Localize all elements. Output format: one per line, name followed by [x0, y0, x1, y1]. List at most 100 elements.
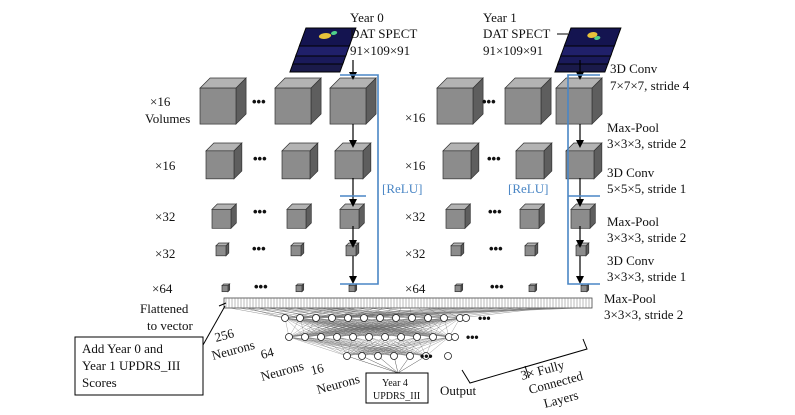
layer-5-params: 3×3×3, stride 1 [607, 269, 686, 284]
layer-3-name: 3D Conv [607, 165, 655, 180]
ellipsis-10: ••• [490, 279, 504, 294]
count-label-32-row4-left: ×32 [155, 246, 175, 261]
neuron-l1-10 [424, 314, 432, 322]
spect-stack-year1 [554, 27, 622, 73]
cube-right-row5-1 [454, 283, 464, 293]
output-box-line2: UPDRS_III [373, 391, 420, 402]
neuron-l1-3 [312, 314, 320, 322]
ellipsis-8: ••• [489, 241, 503, 256]
count-label-32-row3-left: ×32 [155, 209, 175, 224]
cube-right-row1-2 [504, 77, 552, 125]
fully-connected-network: ••• ••• ••• [229, 307, 582, 374]
year1-title: Year 1 [483, 10, 517, 25]
output-box: Year 4 UPDRS_III [365, 372, 429, 404]
neuron-l2-6 [365, 333, 373, 341]
neuron-l2-1 [285, 333, 293, 341]
cube-right-row4-3 [575, 242, 590, 257]
neuron-l1-2 [296, 314, 304, 322]
ellipsis-7: ••• [252, 241, 266, 256]
neuron-l3-4 [390, 352, 398, 360]
neuron-l2-5 [349, 333, 357, 341]
feature-map-cubes [199, 77, 603, 293]
cube-right-row4-1 [450, 242, 465, 257]
scores-line1: Add Year 0 and [82, 341, 163, 356]
flattened-label-line2: to vector [147, 318, 194, 333]
neurons-64-label: Neurons [259, 358, 305, 384]
cube-left-row4-2 [290, 242, 305, 257]
cube-left-row3-3 [339, 203, 366, 230]
cube-right-row2-3 [565, 142, 603, 180]
year0-dims: 91×109×91 [350, 43, 410, 58]
cube-left-row2-1 [205, 142, 243, 180]
cube-left-row5-1 [221, 283, 231, 293]
neurons-256-count: 256 [213, 325, 236, 345]
neuron-l3-6 [422, 352, 430, 360]
volumes-label: Volumes [145, 111, 190, 126]
fc-bracket [461, 338, 588, 384]
cube-left-row1-3 [329, 77, 377, 125]
count-label-16-row2-left: ×16 [155, 158, 176, 173]
relu-label-right: [ReLU] [508, 181, 548, 196]
neurons-16-count: 16 [309, 360, 326, 378]
network-ellipsis-3: ••• [420, 349, 433, 363]
neuron-l2-8 [397, 333, 405, 341]
count-label-16-row2-right: ×16 [405, 158, 426, 173]
cube-left-row2-3 [334, 142, 372, 180]
layer-3-params: 5×5×5, stride 1 [607, 181, 686, 196]
neuron-l2-3 [317, 333, 325, 341]
output-label: Output [440, 383, 477, 398]
cube-right-row1-3 [555, 77, 603, 125]
year1-modality: DAT SPECT [483, 26, 550, 41]
cube-right-row3-3 [570, 203, 597, 230]
count-label-64-left: ×64 [152, 281, 173, 296]
neuron-l1-8 [392, 314, 400, 322]
cube-left-row1-1 [199, 77, 247, 125]
neuron-l1-1 [281, 314, 289, 322]
cube-right-row5-2 [528, 283, 538, 293]
cube-left-row4-1 [215, 242, 230, 257]
layer-6-name: Max-Pool [604, 291, 656, 306]
neuron-l1-9 [408, 314, 416, 322]
flattened-label-line1: Flattened [140, 301, 189, 316]
layer-2-name: Max-Pool [607, 120, 659, 135]
ellipsis-marks: •••••••••••••••••••••••••••••• [252, 94, 504, 294]
count-label-64-right: ×64 [405, 281, 426, 296]
neuron-l3-5 [406, 352, 414, 360]
neuron-l3-1 [343, 352, 351, 360]
neuron-l1-5 [344, 314, 352, 322]
ellipsis-4: ••• [487, 151, 501, 166]
relu-bracket-right [567, 74, 600, 285]
cube-left-row2-2 [281, 142, 319, 180]
layer-4-name: Max-Pool [607, 214, 659, 229]
neuron-l3-2 [358, 352, 366, 360]
cube-right-row4-2 [524, 242, 539, 257]
ellipsis-1: ••• [252, 94, 266, 109]
neuron-l1-6 [360, 314, 368, 322]
layer-1-params: 7×7×7, stride 4 [610, 78, 690, 93]
cube-right-row3-1 [445, 203, 472, 230]
output-box-line1: Year 4 [382, 378, 408, 389]
updrs-scores-box: Add Year 0 and Year 1 UPDRS_III Scores [74, 336, 204, 396]
neurons-64-count: 64 [259, 344, 276, 362]
network-ellipsis-2: ••• [466, 330, 479, 344]
ellipsis-2: ••• [482, 94, 496, 109]
layer-2-params: 3×3×3, stride 2 [607, 136, 686, 151]
cube-right-row2-1 [442, 142, 480, 180]
year1-dims: 91×109×91 [483, 43, 543, 58]
ellipsis-3: ••• [253, 151, 267, 166]
network-ellipsis-1: ••• [478, 311, 491, 325]
neuron-l2-9 [413, 333, 421, 341]
neuron-l2-10 [429, 333, 437, 341]
layer-1-name: 3D Conv [610, 61, 658, 76]
count-label-16-row1-right: ×16 [405, 110, 426, 125]
neuron-l2-4 [333, 333, 341, 341]
count-label-32-row3-right: ×32 [405, 209, 425, 224]
ellipsis-9: ••• [254, 279, 268, 294]
layer-6-params: 3×3×3, stride 2 [604, 307, 683, 322]
year0-title: Year 0 [350, 10, 384, 25]
layer-4-params: 3×3×3, stride 2 [607, 230, 686, 245]
scores-line2: Year 1 UPDRS_III [82, 358, 180, 373]
spect-stack-year0 [289, 27, 357, 73]
neuron-l2-2 [301, 333, 309, 341]
